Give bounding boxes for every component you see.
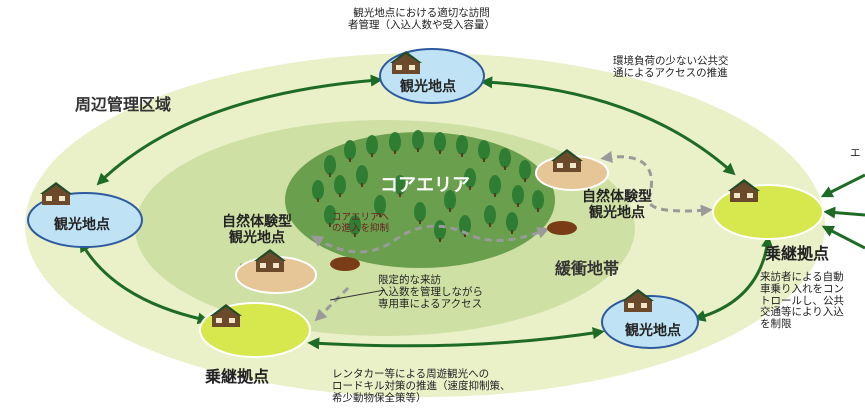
site-left-label: 観光地点 bbox=[54, 217, 110, 233]
external-arrow-2 bbox=[823, 206, 865, 219]
external-arrow-1 bbox=[820, 173, 865, 198]
experience-site-left-label: 自然体験型 観光地点 bbox=[222, 214, 292, 246]
note-core-restriction: コアエリアへ の進入を抑制 bbox=[332, 212, 390, 234]
leader-line bbox=[329, 289, 386, 301]
route-arrow-bottom bbox=[307, 327, 605, 350]
hub-bottom-left-label: 乗継拠点 bbox=[205, 367, 270, 386]
hub-right-shape bbox=[712, 184, 824, 240]
ground-patch bbox=[330, 257, 360, 271]
site-bottom-right-label: 観光地点 bbox=[625, 323, 681, 339]
site-top-label: 観光地点 bbox=[400, 79, 456, 95]
note-top: 観光地点における適切な訪問 者管理（入込人数や受入容量） bbox=[348, 7, 495, 31]
hub-bottom-left-shape bbox=[199, 302, 311, 358]
note-limited-access: 限定的な来訪 入込数を管理しながら 専用車によるアクセス bbox=[378, 274, 483, 310]
core-zone-label: コアエリア bbox=[380, 175, 470, 196]
ground-patch bbox=[547, 221, 577, 235]
note-right-hub: 来訪者による自動 車乗り入れをコン トロールし、公共 交通等により入込 を制限 bbox=[760, 271, 844, 330]
route-arrow-left bbox=[79, 239, 210, 325]
route-arrow-bottom-right bbox=[693, 235, 773, 322]
route-arrow-top-left bbox=[96, 74, 383, 186]
dashed-route-right bbox=[600, 151, 713, 217]
buffer-zone-label: 緩衝地帯 bbox=[555, 259, 620, 278]
note-bottom: レンタカー等による周遊観光への ロードキル対策の推進（速度抑制策、 希少動物保全… bbox=[332, 368, 511, 404]
note-top-right: 環境負荷の少ない公共交 通によるアクセスの推進 bbox=[613, 55, 729, 79]
dashed-route-core bbox=[310, 224, 550, 254]
hub-right-label: 乗継拠点 bbox=[765, 244, 830, 263]
note-edge-cut: エ bbox=[850, 147, 861, 159]
site-left-shape bbox=[27, 192, 143, 248]
external-arrow-3 bbox=[821, 225, 865, 250]
experience-site-right-label: 自然体験型 観光地点 bbox=[582, 189, 652, 221]
peripheral-zone-label: 周辺管理区域 bbox=[75, 95, 172, 114]
